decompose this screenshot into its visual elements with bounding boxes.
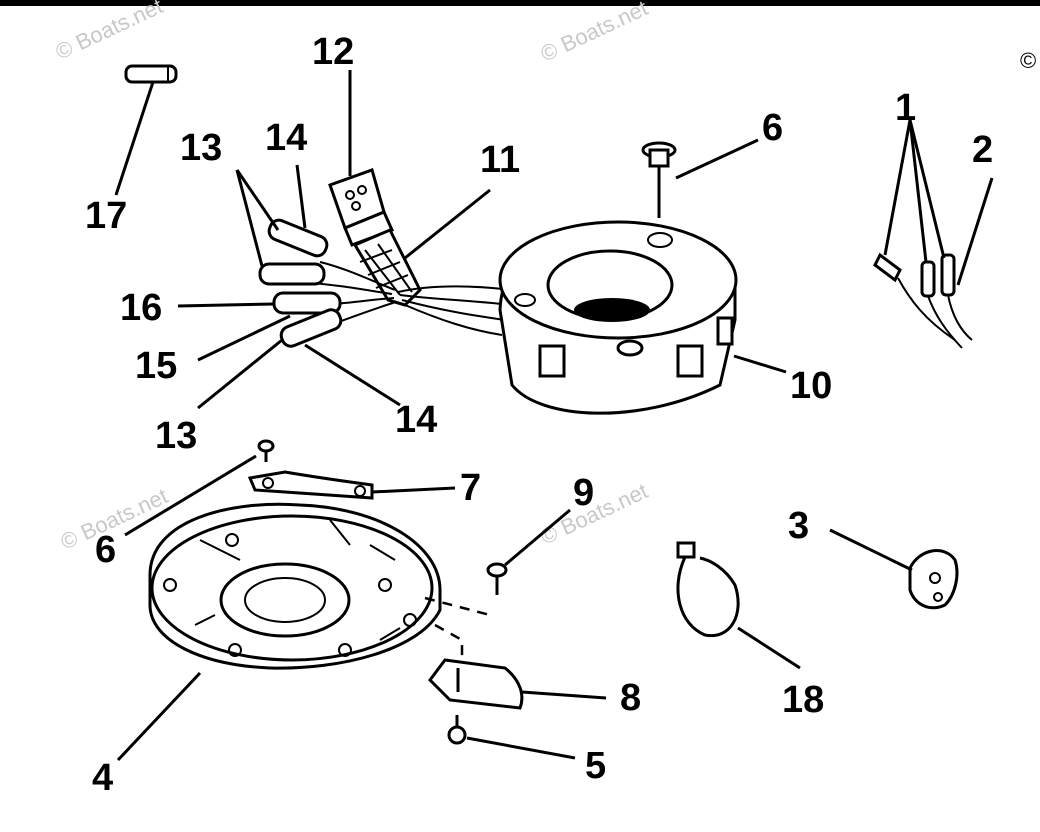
watermark-2: © Boats.net — [537, 0, 652, 67]
callout-2: 2 — [972, 129, 993, 171]
part-8-cover — [428, 658, 524, 710]
part-1-connectors — [873, 252, 973, 349]
callout-8: 8 — [620, 677, 641, 719]
callout-13-lower: 13 — [155, 415, 197, 457]
callout-numbers: 1 2 3 4 5 6 6 7 8 9 10 11 12 13 13 14 14… — [85, 31, 993, 799]
callout-6-upper: 6 — [762, 107, 783, 149]
watermark-1: © Boats.net — [52, 0, 167, 65]
wire-terminals — [258, 218, 343, 348]
callout-7: 7 — [460, 467, 481, 509]
top-border — [0, 0, 1040, 6]
assembly-dash-9 — [424, 596, 491, 617]
callout-16: 16 — [120, 287, 162, 329]
part-11-harness — [352, 228, 422, 307]
callout-14-upper: 14 — [265, 117, 307, 159]
callout-3: 3 — [788, 505, 809, 547]
part-6-bolt-upper — [641, 141, 677, 218]
callout-6-lower: 6 — [95, 529, 116, 571]
terminal-13-lower — [279, 308, 343, 348]
callout-5: 5 — [585, 745, 606, 787]
callout-13-upper: 13 — [180, 127, 222, 169]
terminal-13-upper — [267, 218, 329, 258]
terminal-14-upper — [258, 262, 326, 286]
callout-12: 12 — [312, 31, 354, 73]
copyright-mark: © — [1020, 48, 1036, 73]
part-9-screw — [486, 562, 508, 595]
part-6-screw-lower — [257, 439, 275, 462]
callout-18: 18 — [782, 679, 824, 721]
part-4-armature-plate — [148, 502, 442, 670]
part-5-screw — [447, 715, 467, 745]
callout-17: 17 — [85, 195, 127, 237]
callout-11: 11 — [480, 139, 520, 181]
part-3-cam — [908, 549, 959, 610]
part-18-clamp — [676, 541, 740, 638]
part-10-stator — [498, 220, 738, 415]
callout-14-lower: 14 — [395, 399, 437, 441]
callout-15: 15 — [135, 345, 177, 387]
callout-1: 1 — [895, 87, 916, 129]
callout-4: 4 — [92, 757, 113, 799]
callout-9: 9 — [573, 472, 594, 514]
leader-lines — [114, 70, 994, 762]
part-7-plate — [247, 470, 374, 500]
callout-10: 10 — [790, 365, 832, 407]
part-17-pin — [124, 64, 178, 84]
part-12-connector — [328, 168, 395, 247]
